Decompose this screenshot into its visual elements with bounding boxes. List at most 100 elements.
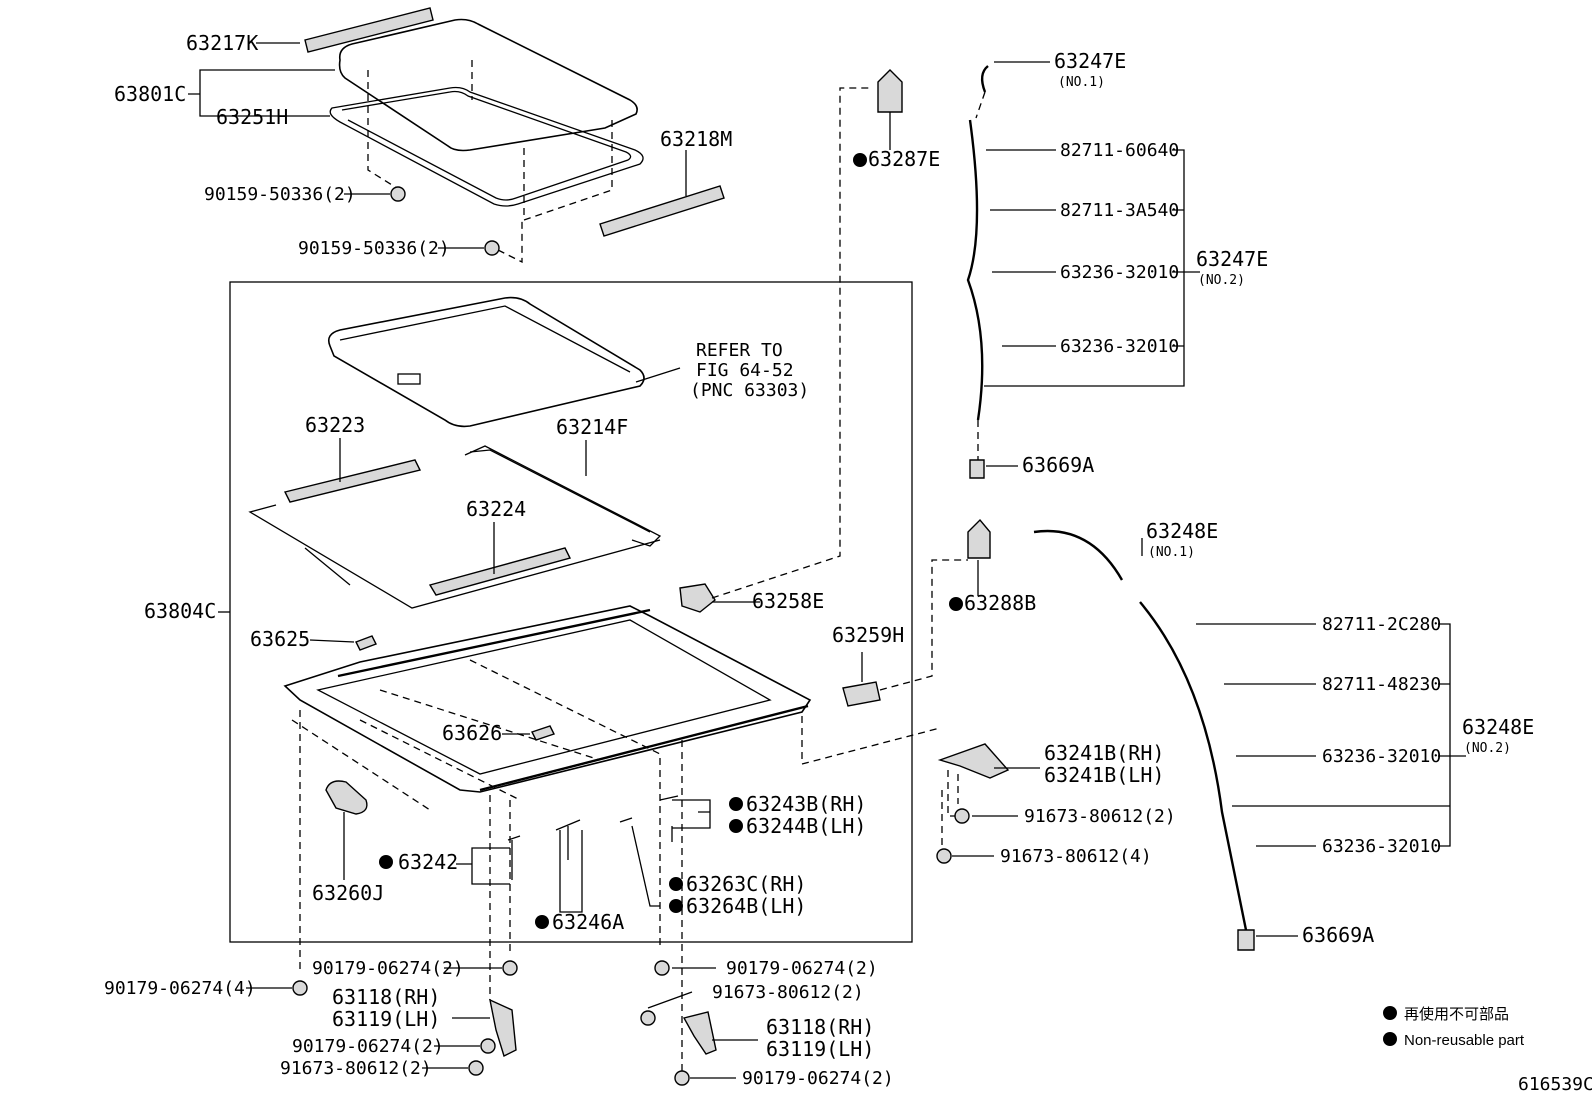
bolt-icon [484,240,500,256]
nut-icon [480,1038,496,1054]
non-reusable-dot-icon [535,915,549,929]
label-63248e-no1-sub: (NO.1) [1148,545,1195,560]
frame-assembly-parts [248,87,968,1080]
nut-icon [654,960,670,976]
bracket-63118-right-shape [682,1011,717,1055]
label-63247e-no2-sub: (NO.2) [1198,273,1245,288]
bolt-icon [936,848,952,864]
glass-seal-63251h-shape [329,86,644,207]
hose-connector-63288b-shape [967,518,991,559]
label-bolt-90159-b: 90159-50336(2) [298,238,450,259]
diagram-id: 616539C [1518,1074,1592,1095]
label-refer-line1: REFER TO [696,340,783,361]
label-63244b: 63244B(LH) [746,814,866,838]
legend-english: Non-reusable part [1404,1032,1525,1049]
label-90179-b: 90179-06274(4) [104,978,256,999]
label-63247e-no2: 63247E [1196,247,1268,271]
non-reusable-dot-icon [669,899,683,913]
bolt-icon [390,186,406,202]
label-63248e-no2-sub: (NO.2) [1464,741,1511,756]
label-bolt-90159-a: 90159-50336(2) [204,184,356,205]
label-63118-right: 63118(RH) [766,1015,874,1039]
bolt-icon [640,1010,656,1026]
drain-hose-rear [967,518,1466,951]
label-63223: 63223 [305,413,365,437]
bolt-icon [468,1060,484,1076]
non-reusable-dot-icon [669,877,683,891]
label-63242: 63242 [398,850,458,874]
label-63801c: 63801C [114,82,186,106]
label-91673-a: 91673-80612(2) [712,982,864,1003]
bracket-63241b-group [936,743,1040,864]
label-63264b: 63264B(LH) [686,894,806,918]
label-63118-left: 63118(RH) [332,985,440,1009]
label-82711-2c280: 82711-2C280 [1322,614,1441,635]
motor-63260j-shape [325,780,368,815]
label-63626: 63626 [442,721,502,745]
label-63287e: 63287E [868,147,940,171]
non-reusable-dot-icon [379,855,393,869]
weatherstrip-63218m-shape [599,185,725,237]
sunshade-shape [327,296,645,428]
label-63224: 63224 [466,497,526,521]
rail-63224-shape [428,547,572,596]
part-labels: 63217K 63801C 63251H 63218M 90159-50336(… [104,31,1534,1089]
label-63288b: 63288B [964,591,1036,615]
hose-end-63669a-shape [969,459,985,479]
bracket-63241b-shape [937,743,1010,779]
clip-63625-shape [355,635,377,651]
label-63804c: 63804C [144,599,216,623]
legend: 再使用不可部品 Non-reusable part [1404,1006,1525,1049]
label-82711-3a540: 82711-3A540 [1060,200,1179,221]
label-63260j: 63260J [312,881,384,905]
label-63217k: 63217K [186,31,258,55]
label-63259h: 63259H [832,623,904,647]
label-90179-a: 90179-06274(2) [312,958,464,979]
label-90179-e: 90179-06274(2) [742,1068,894,1089]
label-63246a: 63246A [552,910,624,934]
label-63247e-no1: 63247E [1054,49,1126,73]
top-leaders [188,42,687,249]
label-63119-left: 63119(LH) [332,1007,440,1031]
non-reusable-markers [379,153,1397,1046]
hose-63247e-no1-shape [980,65,989,93]
label-63258e: 63258E [752,589,824,613]
non-reusable-dot-icon [729,819,743,833]
label-63218m: 63218M [660,127,732,151]
non-reusable-dot-icon [729,797,743,811]
label-63248e-no1: 63248E [1146,519,1218,543]
frame-leaders [309,367,863,913]
weatherstrip-63217k-shape [304,7,434,53]
label-63669a-front: 63669A [1022,453,1094,477]
label-82711-60640: 82711-60640 [1060,140,1179,161]
glass-panel-assembly [304,7,725,264]
clip-63626-shape [531,725,555,741]
label-63669a-rear: 63669A [1302,923,1374,947]
hose-63248e-no1-shape [1033,529,1124,581]
bracket-63258e-shape [679,583,716,613]
non-reusable-dot-icon [853,153,867,167]
label-63625: 63625 [250,627,310,651]
bolt-icon [954,808,970,824]
non-reusable-dot-icon [949,597,963,611]
label-63248e-no2: 63248E [1462,715,1534,739]
label-refer-line3: (PNC 63303) [690,380,809,401]
label-91673-b: 91673-80612(2) [280,1058,432,1079]
hose-connector-63287e-shape [877,69,903,113]
label-63236-d: 63236-32010 [1322,836,1441,857]
hose-end-63669a-rear-shape [1237,929,1255,951]
glass-panel-shape [338,18,638,152]
label-63263c: 63263C(RH) [686,872,806,896]
deflector-63214f-shape [464,445,662,547]
label-91673-d: 91673-80612(4) [1000,846,1152,867]
bracket-63259h-shape [842,681,881,707]
label-63241b-rh: 63241B(RH) [1044,741,1164,765]
label-91673-c: 91673-80612(2) [1024,806,1176,827]
label-63236-a: 63236-32010 [1060,262,1179,283]
label-63243b: 63243B(RH) [746,792,866,816]
drive-cable-63223-shape [283,459,422,503]
label-63236-c: 63236-32010 [1322,746,1441,767]
nut-icon [502,960,518,976]
label-63236-b: 63236-32010 [1060,336,1179,357]
